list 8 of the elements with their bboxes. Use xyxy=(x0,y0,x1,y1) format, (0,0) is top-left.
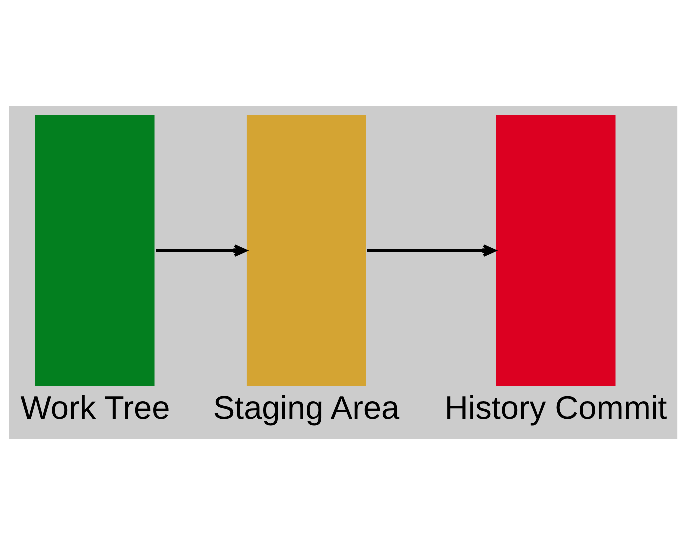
arrow xyxy=(156,244,247,258)
node-label: Work Tree xyxy=(20,390,170,426)
arrow xyxy=(366,244,496,258)
node-box xyxy=(34,115,154,386)
node-label: Staging Area xyxy=(212,390,400,426)
node-box xyxy=(246,115,366,386)
node-box xyxy=(496,115,616,386)
node-label: History Commit xyxy=(444,390,667,426)
